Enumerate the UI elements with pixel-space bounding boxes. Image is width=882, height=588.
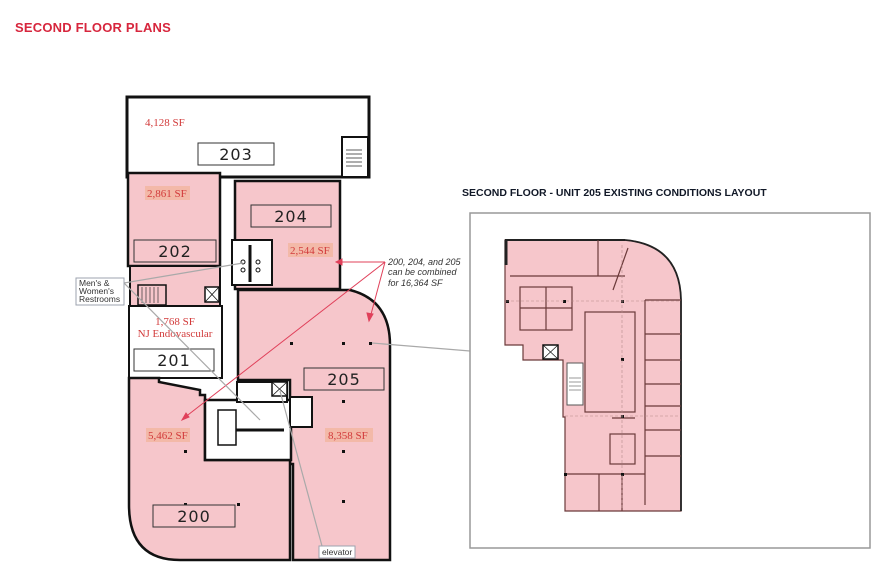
page-title: SECOND FLOOR PLANS [15, 20, 171, 35]
restrooms-callout-box [75, 277, 125, 306]
unit-204-number: 204 [274, 207, 308, 226]
combine-arrows [180, 258, 386, 422]
restrooms-callout-line2: Women's [79, 286, 114, 296]
unit-203-area-label: 4,128 SF [145, 117, 185, 129]
unit-204-area-label: 2,544 SF [290, 245, 330, 257]
stair-icon [217, 409, 237, 446]
stair-icon [289, 396, 313, 428]
unit-201-number: 201 [157, 351, 191, 370]
restroom-core [231, 239, 273, 286]
combine-callout-line3: for 16,364 SF [388, 278, 443, 288]
elevator-callout-box [318, 545, 356, 559]
stair-icon [341, 136, 369, 178]
unit-200-area-label: 5,462 SF [148, 430, 188, 442]
unit-201-area-label: 1,768 SF [155, 316, 195, 328]
unit-205-existing-layout [469, 212, 871, 549]
combine-callout-line2: can be combined [388, 267, 458, 277]
combine-callout-line1: 200, 204, and 205 [387, 257, 462, 267]
unit-205-area-label: 8,358 SF [328, 430, 368, 442]
stair-icon [566, 362, 584, 406]
left-floor-plan: 203 202 204 201 205 200 4,128 SF 2,861 S… [75, 95, 471, 562]
unit-205-layout-title: SECOND FLOOR - UNIT 205 EXISTING CONDITI… [462, 187, 767, 199]
elevator-callout-label: elevator [322, 547, 352, 557]
unit-202-number: 202 [158, 242, 192, 261]
unit-205-number: 205 [327, 370, 361, 389]
unit-202-area-label: 2,861 SF [147, 188, 187, 200]
restrooms-callout-line3: Restrooms [79, 294, 120, 304]
unit-200-number: 200 [177, 507, 211, 526]
unit-203-number: 203 [219, 145, 253, 164]
restrooms-callout-line1: Men's & [79, 278, 110, 288]
